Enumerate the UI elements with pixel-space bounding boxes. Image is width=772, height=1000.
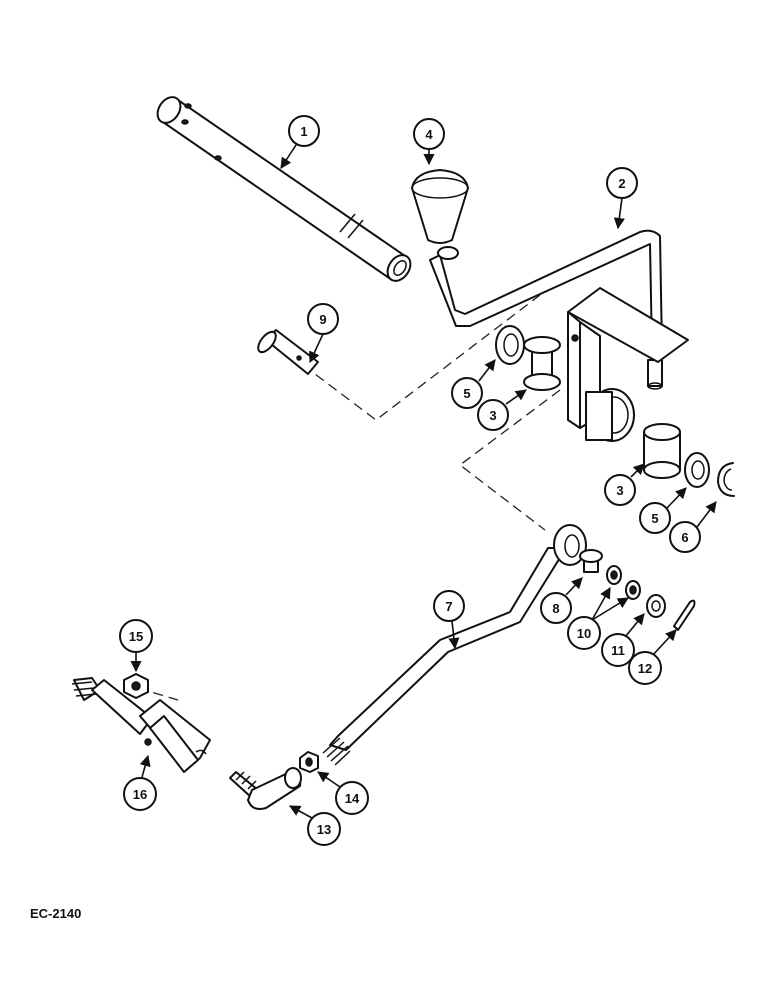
callout-13: 13 (307, 812, 341, 846)
callout-2: 2 (606, 167, 638, 199)
part-3-bushing-lower (643, 423, 681, 479)
part-7-rod (322, 524, 587, 766)
part-12-cotter-pin (673, 599, 696, 631)
svg-text:6: 6 (681, 530, 688, 545)
part-15-nut (123, 673, 149, 699)
svg-text:15: 15 (129, 629, 143, 644)
callout-11: 11 (601, 633, 635, 667)
svg-text:1: 1 (300, 124, 307, 139)
callout-9: 9 (307, 303, 339, 335)
svg-text:16: 16 (133, 787, 147, 802)
part-2-lever (429, 229, 663, 390)
callout-7: 7 (433, 590, 465, 622)
callout-4: 4 (413, 118, 445, 150)
svg-text:2: 2 (618, 176, 625, 191)
part-16-clevis (71, 677, 211, 773)
callout-3-upper: 3 (477, 399, 509, 431)
svg-text:10: 10 (577, 626, 591, 641)
part-9-pin (257, 329, 319, 375)
svg-text:14: 14 (345, 791, 360, 806)
part-5-washer-lower (684, 452, 710, 488)
part-11-washer (646, 594, 666, 618)
callout-14: 14 (335, 781, 369, 815)
bracket (567, 287, 689, 442)
leader-arrows (130, 144, 717, 819)
svg-text:13: 13 (317, 822, 331, 837)
part-4-knob (411, 169, 469, 244)
callout-15: 15 (119, 619, 153, 653)
svg-text:8: 8 (552, 601, 559, 616)
assembly-lines (137, 294, 561, 739)
part-5-washer-upper (495, 325, 525, 365)
svg-text:5: 5 (651, 511, 658, 526)
part-13-swivel (229, 767, 302, 810)
callout-12: 12 (628, 651, 662, 685)
part-6-snap-ring (717, 462, 735, 497)
svg-text:3: 3 (616, 483, 623, 498)
svg-text:5: 5 (463, 386, 470, 401)
svg-text:7: 7 (445, 599, 452, 614)
callout-1: 1 (288, 115, 320, 147)
part-8-spacer (579, 549, 603, 573)
drawing-code: EC-2140 (30, 906, 81, 921)
part-14-nut (299, 751, 319, 773)
callout-16: 16 (123, 777, 157, 811)
callout-6: 6 (669, 521, 701, 553)
svg-text:12: 12 (638, 661, 652, 676)
part-10-washers (606, 565, 641, 600)
callout-10: 10 (567, 616, 601, 650)
part-3-bushing-upper (523, 336, 561, 391)
callout-3-lower: 3 (604, 474, 636, 506)
callout-5-lower: 5 (639, 502, 671, 534)
callout-5-upper: 5 (451, 377, 483, 409)
svg-text:3: 3 (489, 408, 496, 423)
svg-text:9: 9 (319, 312, 326, 327)
svg-text:11: 11 (611, 643, 625, 658)
part-1-shaft (156, 96, 412, 282)
callout-8: 8 (540, 592, 572, 624)
svg-text:4: 4 (425, 127, 433, 142)
